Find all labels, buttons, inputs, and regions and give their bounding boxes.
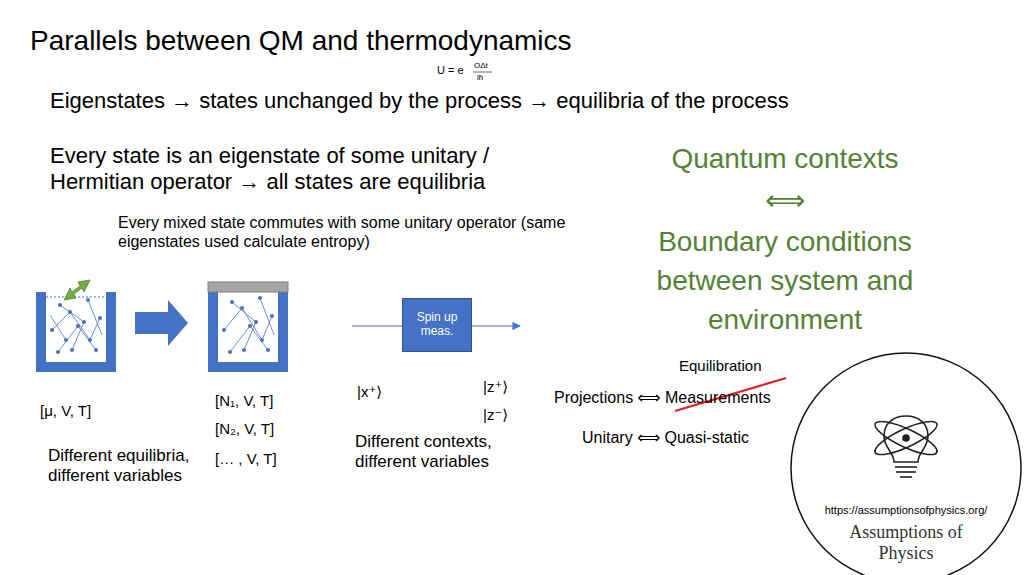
- particles-part: [230, 300, 234, 304]
- particle-paths-part: [58, 326, 96, 352]
- particles-part: [64, 338, 68, 342]
- lightbulb-logo-part: [896, 471, 916, 473]
- particle-paths: [50, 300, 102, 352]
- text-label: Projections ⟺ Measurements: [554, 388, 771, 407]
- text-label: OΔt: [474, 61, 488, 71]
- particles-part: [228, 350, 232, 354]
- exchange-arrow-part: [64, 280, 90, 300]
- logo-circle: https://assumptionsofphysics.org/Assumpt…: [790, 352, 1022, 575]
- text-label: [μ, V, T]: [40, 402, 91, 420]
- particles: [222, 296, 274, 354]
- particles: [50, 298, 102, 354]
- particles-part: [242, 348, 246, 352]
- closed-container-part: [208, 292, 218, 372]
- closed-container-part: [278, 292, 288, 372]
- particles-part: [68, 310, 72, 314]
- closed-container-part: [208, 362, 288, 372]
- particles-part: [94, 348, 98, 352]
- particle-paths-part: [88, 300, 102, 335]
- lightbulb-logo-part: [871, 415, 940, 460]
- process-arrow: [135, 300, 188, 346]
- key-statement: Boundary conditions between system and e…: [630, 222, 940, 340]
- open-container-part: [46, 297, 106, 298]
- node-caption: Assumptions of Physics: [849, 522, 964, 563]
- particles-part: [58, 303, 62, 307]
- closed-container-part: [208, 282, 288, 292]
- lightbulb-logo-part: [884, 416, 928, 462]
- open-container-part: [106, 292, 116, 372]
- particles-part: [56, 350, 60, 354]
- particle-paths-part: [60, 305, 84, 350]
- text-label: Different equilibria, different variable…: [48, 446, 223, 487]
- key-statement: Quantum contexts: [620, 142, 950, 176]
- particles-part: [70, 348, 74, 352]
- particles-part: [76, 324, 80, 328]
- node-label: https://assumptionsofphysics.org/: [790, 504, 1022, 517]
- particles-part: [88, 338, 92, 342]
- lightbulb-logo-part: [895, 466, 917, 468]
- fraction-bar: [473, 72, 492, 73]
- open-container: [36, 292, 116, 372]
- particles-part: [266, 348, 270, 352]
- particles-part: [254, 320, 258, 324]
- particle-paths-part: [260, 298, 274, 335]
- open-container-part: [36, 292, 46, 372]
- particles-part: [86, 298, 90, 302]
- particles-part: [222, 328, 226, 332]
- text-label: Different contexts, different variables: [355, 432, 515, 473]
- text-label: Unitary ⟺ Quasi-static: [582, 428, 749, 447]
- particle-paths-part: [52, 312, 100, 340]
- text-label: Eigenstates → states unchanged by the pr…: [50, 88, 789, 114]
- output-arrow: [472, 325, 520, 326]
- measurement-box: Spin up meas.: [402, 298, 472, 352]
- circle-outline: [791, 353, 1021, 575]
- text-label: Equilibration: [679, 357, 762, 375]
- particles-part: [98, 316, 102, 320]
- particles-part: [270, 314, 274, 318]
- particles-part: [248, 324, 252, 328]
- text-label: [N₁, V, T]: [215, 392, 273, 410]
- particles-part: [240, 306, 244, 310]
- lightbulb-logo-part: [903, 435, 909, 441]
- lightbulb-logo-part: [900, 476, 912, 478]
- text-label: |z⁺⟩: [483, 378, 508, 396]
- text-label: iħ: [477, 73, 483, 83]
- closed-container: [208, 282, 288, 372]
- lightbulb-logo: [871, 415, 940, 477]
- particle-paths: [224, 298, 274, 352]
- particles-part: [260, 338, 264, 342]
- particles-part: [258, 296, 262, 300]
- text-label: U = e: [437, 64, 464, 77]
- key-statement: ⟺: [620, 184, 950, 218]
- text-label: [… , V, T]: [215, 450, 277, 468]
- text-label: |z⁻⟩: [483, 406, 508, 424]
- particle-paths-part: [50, 315, 66, 340]
- text-label: |x⁺⟩: [357, 383, 382, 401]
- node-label: Spin up meas.: [403, 311, 471, 339]
- input-line: [352, 325, 402, 326]
- exchange-arrow: [64, 280, 90, 300]
- particle-paths-part: [232, 302, 256, 350]
- particle-paths-part: [230, 326, 268, 352]
- text-label: Every mixed state commutes with some uni…: [118, 213, 568, 251]
- particles-part: [50, 328, 54, 332]
- lightbulb-logo-part: [871, 415, 940, 460]
- slide-title: Parallels between QM and thermodynamics: [30, 24, 572, 58]
- particle-paths-part: [224, 308, 272, 340]
- particles-part: [82, 320, 86, 324]
- open-container-part: [36, 362, 116, 372]
- text-label: Every state is an eigenstate of some uni…: [50, 143, 550, 196]
- text-label: [N₂, V, T]: [215, 420, 274, 438]
